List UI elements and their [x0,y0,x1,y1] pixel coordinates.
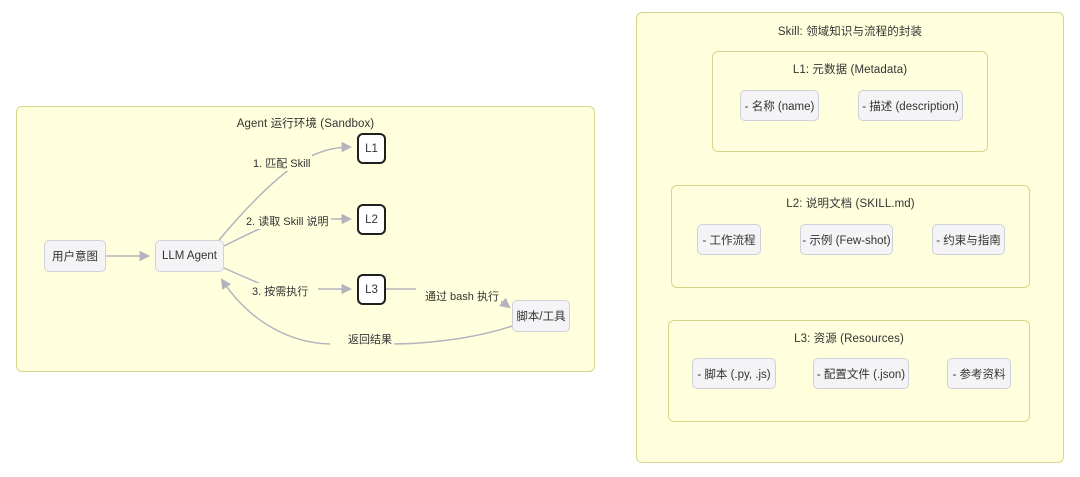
layer-l3-resources-title: L3: 资源 (Resources) [794,333,904,345]
sandbox-cluster: Agent 运行环境 (Sandbox) [16,106,595,372]
chip-constraints-label: - 约束与指南 [936,234,1001,247]
node-l1[interactable]: L1 [357,133,386,164]
chip-config-label: - 配置文件 (.json) [816,368,906,381]
layer-l1-metadata-title: L1: 元数据 (Metadata) [792,64,908,76]
edge-label-return-result: 返回结果 [346,331,394,347]
node-l2-label: L2 [365,213,378,226]
node-llm-agent-label: LLM Agent [162,250,217,262]
chip-metadata-name-label: - 名称 (name) [744,100,815,113]
chip-scripts[interactable]: - 脚本 (.py, .js) [692,358,776,389]
chip-reference[interactable]: - 参考资料 [947,358,1011,389]
chip-workflow-label: - 工作流程 [702,234,756,247]
node-l2[interactable]: L2 [357,204,386,235]
node-user-intent[interactable]: 用户意图 [44,240,106,272]
chip-constraints[interactable]: - 约束与指南 [932,224,1005,255]
edge-label-execute-on-demand: 3. 按需执行 [250,283,311,299]
node-l1-label: L1 [365,142,378,155]
node-script-tool-label: 脚本/工具 [516,311,566,323]
sandbox-cluster-title: Agent 运行环境 (Sandbox) [236,118,375,130]
node-l3-label: L3 [365,283,378,296]
edge-label-run-via-bash: 通过 bash 执行 [423,288,501,304]
edge-label-match-skill: 1. 匹配 Skill [251,155,313,171]
node-user-intent-label: 用户意图 [52,251,98,263]
chip-reference-label: - 参考资料 [952,368,1006,381]
skill-cluster-title: Skill: 领域知识与流程的封装 [777,26,923,38]
node-script-tool[interactable]: 脚本/工具 [512,300,570,332]
chip-metadata-description[interactable]: - 描述 (description) [858,90,963,121]
node-llm-agent[interactable]: LLM Agent [155,240,224,272]
layer-l2-doc-title: L2: 说明文档 (SKILL.md) [786,198,915,210]
node-l3[interactable]: L3 [357,274,386,305]
chip-config[interactable]: - 配置文件 (.json) [813,358,909,389]
chip-fewshot-label: - 示例 (Few-shot) [802,234,891,247]
chip-fewshot[interactable]: - 示例 (Few-shot) [800,224,893,255]
chip-workflow[interactable]: - 工作流程 [697,224,761,255]
chip-scripts-label: - 脚本 (.py, .js) [697,368,771,381]
chip-metadata-description-label: - 描述 (description) [862,100,959,113]
chip-metadata-name[interactable]: - 名称 (name) [740,90,819,121]
edge-label-read-skill: 2. 读取 Skill 说明 [244,213,331,229]
